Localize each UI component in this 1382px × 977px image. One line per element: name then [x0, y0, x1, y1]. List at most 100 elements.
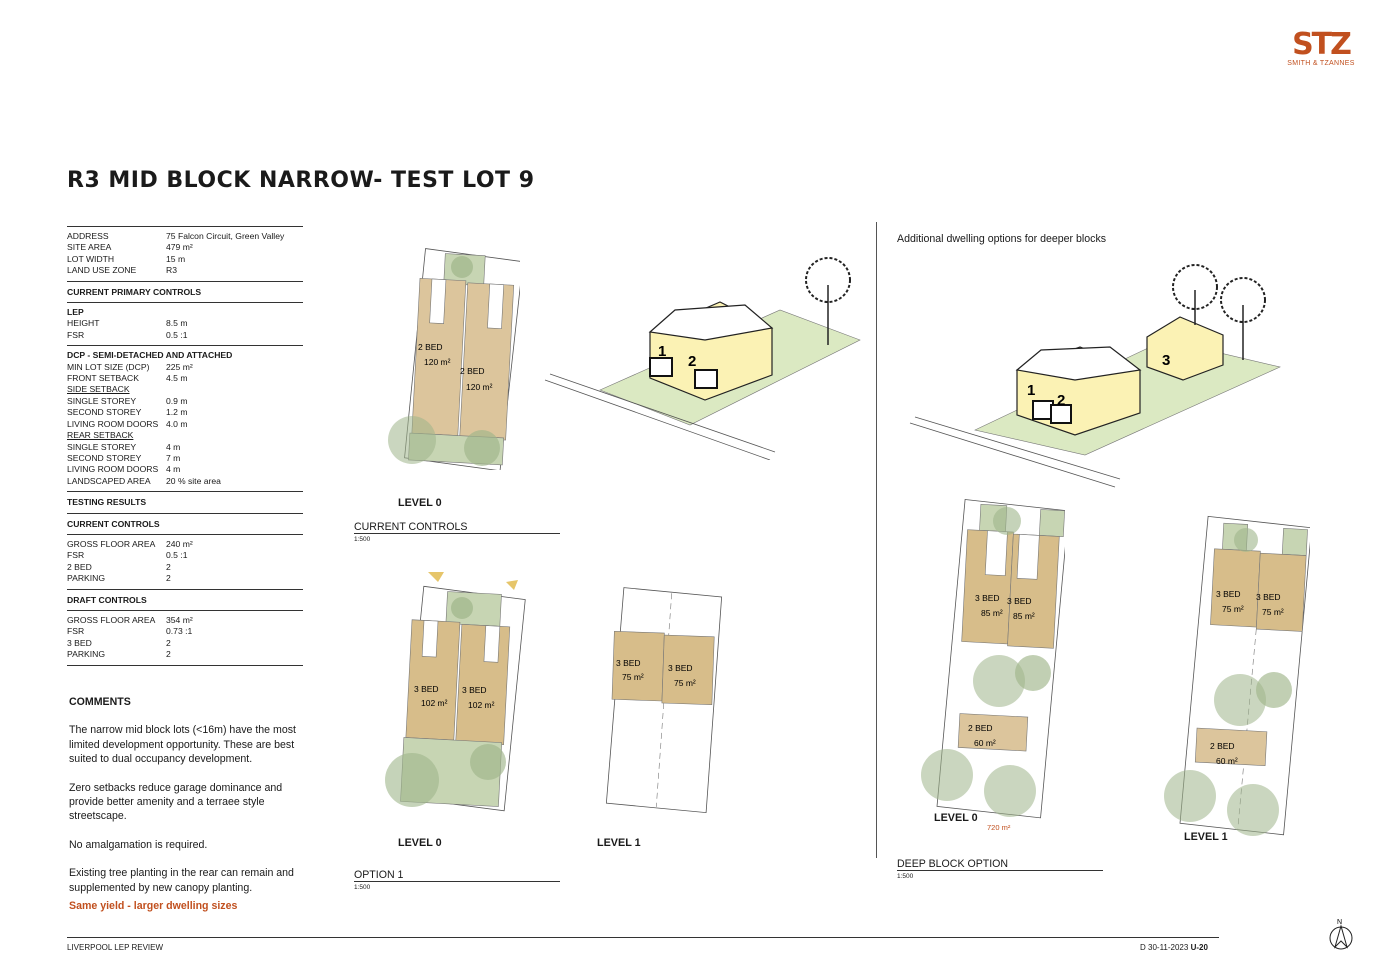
- deep-block-level-1-plan: 3 BED 75 m² 3 BED 75 m² 2 BED 60 m²: [1164, 515, 1310, 836]
- garage: [429, 278, 447, 324]
- area-label: 102 m²: [468, 700, 495, 710]
- street-marker: [428, 572, 444, 582]
- tree-icon: [1220, 277, 1266, 323]
- area-label: 120 m²: [424, 357, 451, 367]
- house-roof: [1015, 346, 1142, 381]
- house: [1146, 316, 1224, 381]
- subheading: REAR SETBACK: [67, 430, 134, 441]
- area-label: 75 m²: [1262, 607, 1284, 617]
- footer-date: D 30-11-2023: [1140, 943, 1189, 952]
- garage: [483, 625, 501, 663]
- area-label: 75 m²: [674, 678, 696, 688]
- garage-door: [649, 357, 673, 377]
- garage-door: [1050, 404, 1072, 424]
- bed-label: 3 BED: [1216, 589, 1241, 599]
- deep-block-area: 720 m²: [987, 823, 1011, 832]
- bed-label: 2 BED: [968, 723, 993, 733]
- tree-icon: [464, 430, 500, 466]
- tree-icon: [993, 507, 1021, 535]
- tree-icon: [1227, 784, 1279, 836]
- road-edge: [914, 416, 1121, 480]
- dwelling-number: 1: [658, 343, 666, 360]
- area-label: 75 m²: [1222, 604, 1244, 614]
- section-heading: CURRENT CONTROLS: [67, 518, 160, 529]
- garage: [984, 530, 1008, 577]
- deep-block-axonometric: 1 2 3: [909, 264, 1281, 488]
- north-pointer: [1333, 924, 1349, 949]
- divider: [67, 533, 303, 535]
- street-marker: [506, 580, 518, 590]
- bed-label: 3 BED: [1007, 596, 1032, 606]
- bed-label: 2 BED: [418, 342, 443, 352]
- bed-label: 3 BED: [414, 684, 439, 694]
- road-edge: [544, 379, 771, 460]
- dwelling-footprint: [1194, 727, 1268, 767]
- level-0-label: LEVEL 0: [934, 812, 978, 824]
- section-title-option-1: OPTION 1: [354, 869, 560, 882]
- footer-revision: D 30-11-2023 U-20: [1140, 943, 1208, 952]
- garden-area: [1281, 528, 1308, 556]
- tree-icon: [1256, 672, 1292, 708]
- bed-label: 3 BED: [975, 593, 1000, 603]
- divider: [67, 491, 303, 493]
- section-title-current: CURRENT CONTROLS: [354, 521, 560, 534]
- bed-label: 3 BED: [616, 658, 641, 668]
- scale-label: 1:500: [354, 536, 371, 543]
- dwelling-footprint: [957, 713, 1029, 752]
- table-row: MIN LOT SIZE (DCP)225 m²: [67, 361, 193, 372]
- comment-paragraph: Existing tree planting in the rear can r…: [69, 867, 294, 894]
- tree-icon: [451, 256, 473, 278]
- bed-label: 3 BED: [462, 685, 487, 695]
- dwelling-footprint: [459, 282, 515, 441]
- dwelling-footprint: [1210, 548, 1261, 628]
- divider: [67, 345, 303, 347]
- dwelling-footprint: [661, 634, 715, 706]
- area-label: 75 m²: [622, 672, 644, 682]
- area-label: 102 m²: [421, 698, 448, 708]
- dwelling-number: 2: [1057, 392, 1065, 409]
- tree-icon: [451, 597, 473, 619]
- option-1-level-0-plan: 3 BED 102 m² 3 BED 102 m²: [385, 572, 526, 812]
- comments: COMMENTS The narrow mid block lots (<16m…: [69, 695, 309, 913]
- boundary-line: [655, 593, 673, 807]
- garden-area: [1039, 509, 1065, 537]
- logo: STZ SMITH & TZANNES: [1286, 30, 1356, 76]
- area-label: 60 m²: [974, 738, 996, 748]
- logo-subtitle: SMITH & TZANNES: [1287, 60, 1355, 67]
- subheading: SIDE SETBACK: [67, 384, 130, 395]
- divider: [67, 588, 303, 590]
- area-label: 85 m²: [1013, 611, 1035, 621]
- section-heading: DRAFT CONTROLS: [67, 594, 147, 605]
- current-controls-plan: 2 BED 120 m² 2 BED 120 m²: [388, 248, 520, 470]
- section-heading: LEP: [67, 307, 84, 318]
- garage: [421, 620, 439, 658]
- divider: [67, 302, 303, 304]
- level-0-label: LEVEL 0: [398, 497, 442, 509]
- comment-paragraph: No amalgamation is required.: [69, 838, 208, 851]
- page-title: R3 MID BLOCK NARROW- TEST LOT 9: [67, 168, 535, 193]
- dwelling-footprint: [1255, 552, 1307, 632]
- bed-label: 3 BED: [1256, 592, 1281, 602]
- scale-label: 1:500: [354, 884, 371, 891]
- bed-label: 2 BED: [460, 366, 485, 376]
- comments-heading: COMMENTS: [69, 696, 131, 708]
- garage-door: [694, 369, 718, 389]
- footer-divider: [67, 937, 1219, 938]
- area-label: 120 m²: [466, 382, 493, 392]
